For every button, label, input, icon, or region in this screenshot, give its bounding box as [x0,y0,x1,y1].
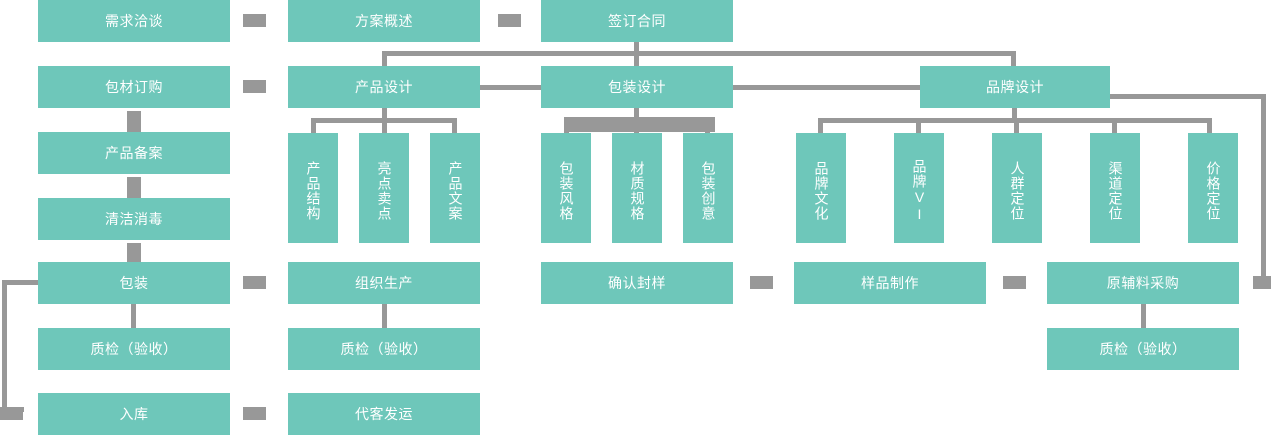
connector-pack-to-qc1 [131,304,136,328]
connector-to-rqdw [1014,118,1019,136]
connector-bus-to-package-design [634,51,639,67]
process-node-n_cpsj[interactable]: 产品设计 [288,66,480,108]
process-node-n_yflcg[interactable]: 原辅料采购 [1047,262,1239,304]
process-node-n_xqqt[interactable]: 需求洽谈 [38,0,230,42]
connector-package-children-bar [564,117,715,132]
process-node-n_bcdg[interactable]: 包材订购 [38,66,230,108]
connector-pack-left-elbow-h-top [2,280,40,285]
process-node-n_cpwa[interactable]: 产品文案 [430,133,480,243]
connector-to-cpjg [311,118,316,136]
process-node-n_qrfy[interactable]: 确认封样 [541,262,733,304]
connector-bus-to-brand-design [1011,51,1016,67]
connector-marker [243,14,266,27]
connector-to-jgdw [1207,118,1212,136]
connector-marker [498,14,521,27]
connector-marker [750,276,773,289]
process-node-n_ypzz[interactable]: 样品制作 [794,262,986,304]
connector-product-design-down-stub [382,108,387,120]
connector-brand-design-down-stub [1012,108,1017,120]
connector-marker [243,276,266,289]
process-node-n_zj3[interactable]: 质检（验收） [1047,328,1239,370]
process-node-n_zj2[interactable]: 质检（验收） [288,328,480,370]
process-node-n_czgg[interactable]: 材质规格 [612,133,662,243]
connector-to-ppvi [916,118,921,136]
process-node-n_qdht[interactable]: 签订合同 [541,0,733,42]
process-node-n_ldmd[interactable]: 亮点卖点 [359,133,409,243]
connector-to-qddw [1112,118,1117,136]
connector-marker [243,407,266,420]
process-node-n_cpba[interactable]: 产品备案 [38,132,230,174]
connector-prod-to-qc2 [382,304,387,328]
process-node-n_fagl[interactable]: 方案概述 [288,0,480,42]
process-node-n_qddw[interactable]: 渠道定位 [1090,133,1140,243]
connector-design-bus-horizontal [382,51,1016,56]
connector-package-to-brand-link [733,85,920,90]
connector-marker [1253,276,1271,289]
connector-marker [0,407,23,420]
process-node-n_zzsc[interactable]: 组织生产 [288,262,480,304]
process-node-n_ppvi[interactable]: 品牌VI [894,133,944,243]
connector-product-to-package-link [480,85,541,90]
process-node-n_bzcy[interactable]: 包装创意 [683,133,733,243]
process-node-n_ppsj[interactable]: 品牌设计 [920,66,1110,108]
connector-raw-to-qc3 [1141,304,1146,328]
process-node-n_qjxd[interactable]: 清洁消毒 [38,198,230,240]
connector-contract-down-stub [634,42,639,53]
connector-bus-to-product-design [382,51,387,67]
connector-marker [127,243,141,265]
connector-pack-left-elbow-v [2,280,7,412]
connector-to-ppwh [818,118,823,136]
process-node-n_bzsj[interactable]: 包装设计 [541,66,733,108]
connector-marker [127,111,141,133]
connector-package-design-down-stub [634,108,639,118]
process-node-n_ppwh[interactable]: 品牌文化 [796,133,846,243]
process-node-n_cpjg[interactable]: 产品结构 [288,133,338,243]
connector-marker [127,177,141,199]
connector-to-cpwa [452,118,457,136]
process-node-n_zj1[interactable]: 质检（验收） [38,328,230,370]
process-node-n_bzfg[interactable]: 包装风格 [541,133,591,243]
process-node-n_jgdw[interactable]: 价格定位 [1188,133,1238,243]
connector-brand-right-elbow-h [1110,94,1266,99]
process-node-n_rk[interactable]: 入库 [38,393,230,435]
process-node-n_bz[interactable]: 包装 [38,262,230,304]
connector-marker [1003,276,1026,289]
process-node-n_rqdw[interactable]: 人群定位 [992,133,1042,243]
process-node-n_dkfy[interactable]: 代客发运 [288,393,480,435]
connector-brand-right-elbow-v [1261,94,1266,282]
connector-to-ldmd [382,118,387,136]
connector-marker [243,80,266,93]
